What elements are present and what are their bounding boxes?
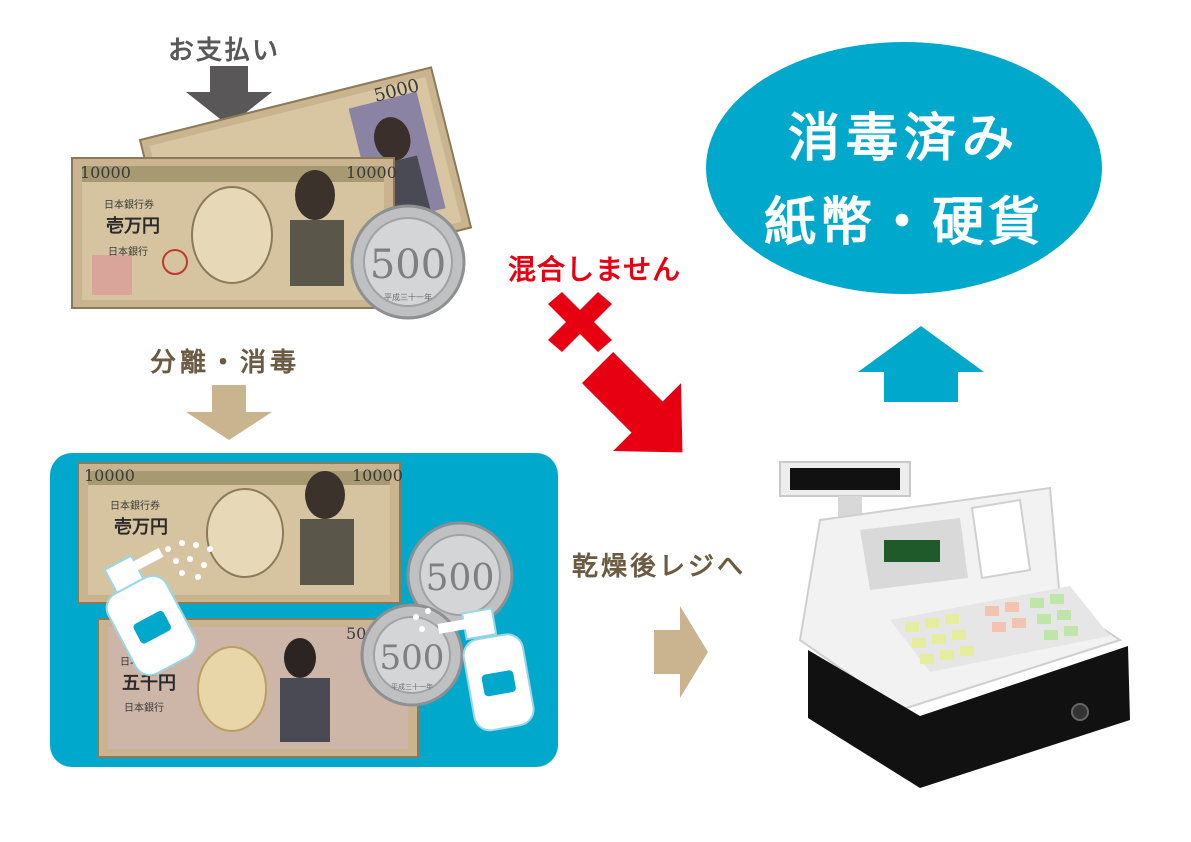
- note-amount-kanji: 壱万円: [106, 215, 160, 237]
- down-arrow-icon: [186, 385, 272, 440]
- spray-bottle-icon: [437, 607, 535, 732]
- coin-value: 500: [426, 558, 495, 599]
- note-bank-name: 日本銀行券: [104, 198, 154, 211]
- coin-icon: 500 平成三十一年: [350, 204, 466, 320]
- note-denomination-right: 10000: [352, 466, 403, 485]
- down-arrow-icon: [186, 66, 272, 126]
- result-line-2: 紙幣・硬貨: [763, 193, 1044, 253]
- spray-bottle-icon: [103, 547, 197, 677]
- coin-icon: 500 平成三十一年: [360, 603, 464, 707]
- no-mixing-label: 混合しません: [508, 253, 682, 286]
- right-arrow-icon: [582, 352, 683, 453]
- note-issuer: 日本銀行: [108, 245, 148, 258]
- note-amount-kanji: 五千円: [122, 673, 176, 694]
- disinfection-panel: 10000 10000 日本銀行券 壱万円 5000 日本銀行券 五千円 日本銀…: [50, 453, 558, 767]
- note-bank-name: 日本銀行券: [110, 499, 160, 512]
- spray-dots: [165, 540, 213, 580]
- cash-register-icon: [779, 461, 1130, 788]
- payment-label: お支払い: [168, 36, 281, 66]
- coin-era: 平成三十一年: [384, 292, 432, 302]
- spray-dots: [413, 608, 431, 632]
- disinfection-illustration: 10000 10000 日本銀行券 壱万円 5000 日本銀行券 五千円 日本銀…: [77, 462, 535, 758]
- note-denomination-right: 10000: [346, 163, 397, 182]
- separate-disinfect-label: 分離・消毒: [150, 348, 301, 378]
- right-arrow-icon: [654, 606, 708, 698]
- note-denomination: 10000: [80, 163, 131, 182]
- coin-era: 平成三十一年: [391, 682, 433, 691]
- result-line-1: 消毒済み: [787, 109, 1020, 169]
- banknote-10000: 10000 10000 日本銀行券 壱万円 日本銀行: [71, 157, 397, 309]
- coin-value: 500: [380, 638, 445, 678]
- coin-value: 500: [370, 242, 446, 288]
- note-issuer: 日本銀行: [124, 701, 164, 714]
- dry-to-register-label: 乾燥後レジへ: [572, 552, 747, 582]
- result-bubble: 消毒済み 紙幣・硬貨: [706, 42, 1102, 294]
- cross-icon: [548, 292, 612, 352]
- note-amount-kanji: 壱万円: [114, 516, 168, 538]
- up-arrow-icon: [858, 326, 984, 402]
- coin-icon: 500: [406, 521, 514, 629]
- note-denomination: 10000: [84, 466, 135, 485]
